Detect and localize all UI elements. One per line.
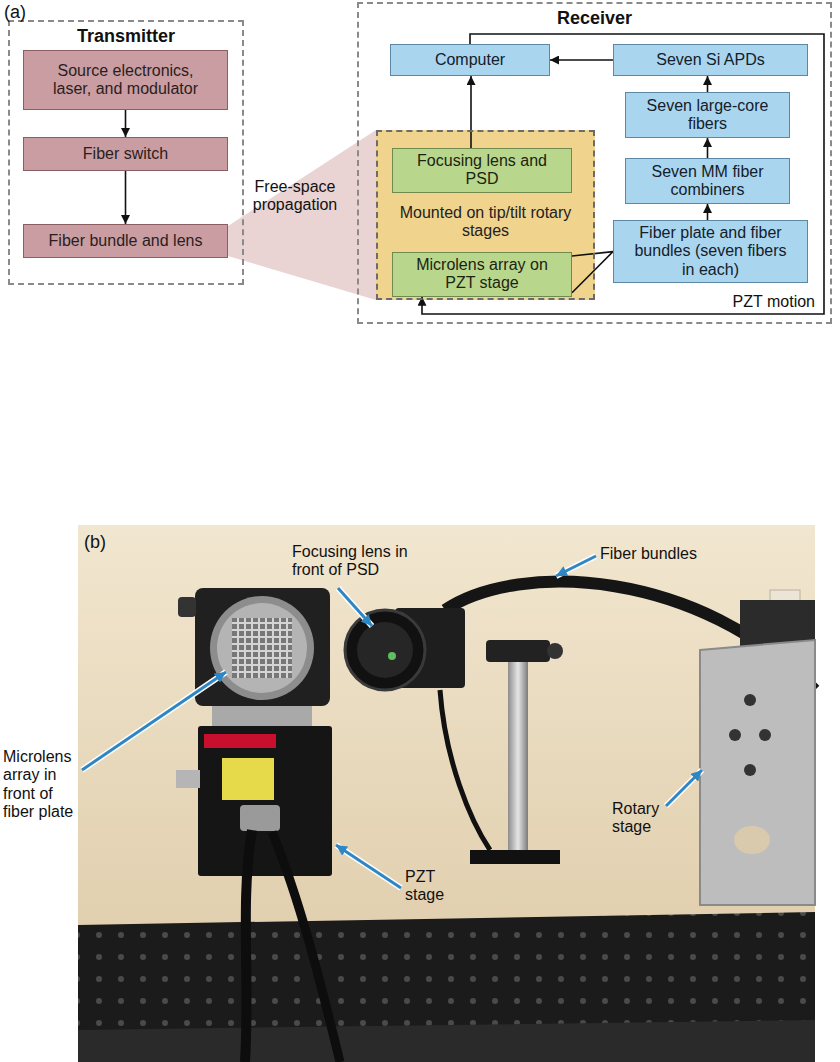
box-label: Computer <box>435 51 505 69</box>
leader-arrow <box>82 672 226 770</box>
pzt-stage <box>176 726 332 876</box>
photo-background <box>78 525 815 1062</box>
pzt-cables <box>272 832 340 1062</box>
box-label: Seven MM fiber combiners <box>644 163 771 200</box>
focusing-lens <box>388 652 396 660</box>
optical-breadboard <box>78 912 815 1062</box>
connector <box>572 252 613 293</box>
box-label: Seven Si APDs <box>656 51 765 69</box>
post-holder <box>547 643 563 659</box>
post-holder <box>470 850 560 864</box>
pzt-stage <box>204 734 276 748</box>
rotary-stage <box>744 764 756 776</box>
post-holder <box>486 640 550 662</box>
leader-arrow <box>666 770 702 806</box>
leader-arrow <box>338 588 372 626</box>
optics-box: Focusing lens and PSD <box>392 148 572 193</box>
focusing-lens <box>345 610 425 690</box>
group-title: Receiver <box>359 8 830 29</box>
lens-mount <box>195 588 330 706</box>
lens-mount <box>210 596 314 700</box>
receiver-box: Computer <box>390 44 550 76</box>
leader-arrow <box>336 845 401 888</box>
panel-label: (a) <box>4 2 44 23</box>
pzt-cables <box>245 830 340 1062</box>
pzt-stage <box>176 770 200 788</box>
box-label: Focusing lens and PSD <box>411 152 553 189</box>
stage-fill <box>376 130 595 300</box>
group-title: Mounted on tip/tilt rotary stages <box>378 204 593 241</box>
box-label: Fiber bundle and lens <box>49 232 203 250</box>
lens-mount <box>217 603 307 693</box>
leader-arrow <box>556 556 596 576</box>
pzt-cables <box>245 830 252 1062</box>
stage-group: Mounted on tip/tilt rotary stages Focusin… <box>376 130 595 300</box>
optics-box: Microlens array on PZT stage <box>392 252 572 297</box>
optical-breadboard <box>78 912 815 1062</box>
transmitter-box: Fiber bundle and lens <box>23 224 228 258</box>
leader-arrow <box>336 845 401 888</box>
psd-cable <box>440 690 490 850</box>
panel-label: (b) <box>84 532 124 553</box>
photo-background <box>78 525 815 1062</box>
group-title: Transmitter <box>10 26 242 47</box>
receiver-box: Seven large-core fibers <box>625 92 790 138</box>
pzt-stage <box>240 805 280 831</box>
transmitter-box: Fiber switch <box>23 137 228 171</box>
callout-label: Microlens array in front of fiber plate <box>3 748 79 822</box>
rotary-stage <box>700 600 815 905</box>
connector <box>707 138 709 158</box>
focusing-lens <box>345 610 425 690</box>
psd-cable <box>440 690 490 850</box>
receiver-box: Fiber plate and fiber bundles (seven fib… <box>613 220 808 283</box>
rotary-stage <box>759 729 771 741</box>
leader-arrow <box>666 770 702 806</box>
box-label: Seven large-core fibers <box>644 97 771 134</box>
post-holder <box>508 660 528 850</box>
connector <box>550 59 613 61</box>
pzt-stage <box>222 758 274 800</box>
callout-label: Rotary stage <box>612 800 682 837</box>
pzt-stage <box>198 726 332 876</box>
optical-breadboard <box>78 1020 815 1062</box>
connector <box>707 204 709 220</box>
adapter-plate <box>212 706 312 726</box>
receiver-box: Seven MM fiber combiners <box>625 158 790 204</box>
box-label: Fiber plate and fiber bundles (seven fib… <box>632 224 789 279</box>
leader-arrow <box>82 556 702 888</box>
rotary-stage <box>700 640 815 905</box>
connector <box>125 110 127 137</box>
leader-arrow <box>82 672 226 770</box>
lens-mount <box>232 618 292 678</box>
focusing-lens <box>357 622 413 678</box>
connector-label: PZT motion <box>730 293 818 311</box>
connector <box>470 76 472 148</box>
box-label: Fiber switch <box>83 145 168 163</box>
callout-label: PZT stage <box>405 868 465 905</box>
callout-label: Focusing lens in front of PSD <box>292 543 432 580</box>
callout-label: Fiber bundles <box>600 545 710 563</box>
transmitter-box: Source electronics, laser, and modulator <box>23 50 228 110</box>
connector <box>707 76 709 92</box>
free-space-beam <box>228 130 376 300</box>
leader-arrow <box>338 588 372 626</box>
group-box: TransmitterSource electronics, laser, an… <box>8 20 244 285</box>
connector <box>125 171 127 224</box>
lens-mount <box>178 597 196 617</box>
box-label: Source electronics, laser, and modulator <box>42 62 209 99</box>
box-label: Microlens array on PZT stage <box>411 256 553 293</box>
receiver-box: Seven Si APDs <box>613 44 808 76</box>
leader-arrow <box>556 556 596 576</box>
post-holder <box>470 640 563 864</box>
rotary-stage <box>744 694 756 706</box>
propagation-label: Free-space propagation <box>246 178 344 215</box>
group-box: ReceiverComputer Seven Si APDsSeven large… <box>357 2 832 324</box>
rotary-stage <box>729 729 741 741</box>
rotary-stage <box>734 826 770 854</box>
adapter-plate <box>212 706 312 726</box>
